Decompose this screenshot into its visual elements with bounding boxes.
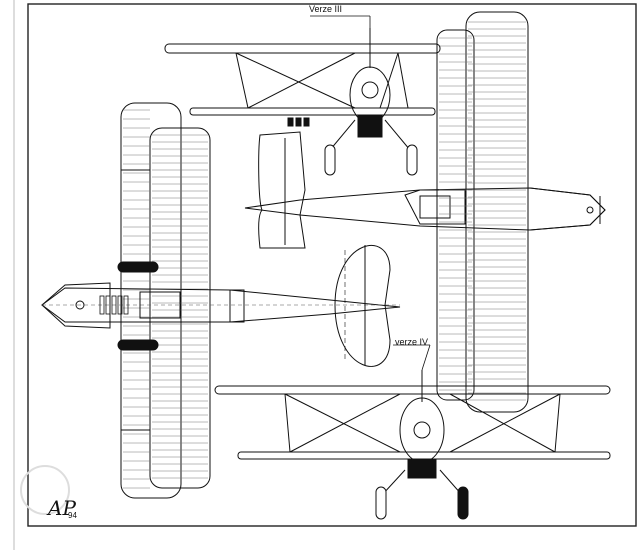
v3-lower-wing: [189, 107, 436, 116]
plan-view: [41, 102, 401, 499]
page-frame: [27, 3, 637, 527]
front-view-version-4: [214, 344, 611, 520]
side-upper-wing: [465, 11, 529, 413]
side-cockpit: [404, 189, 466, 225]
v4-upper-wing: [214, 385, 611, 395]
v4-wire-a: [284, 393, 401, 453]
version-4-label: verze IV: [395, 337, 429, 347]
version-3-label: Verze III: [309, 4, 343, 14]
plan-tail-fairing: [229, 289, 245, 323]
v4-wheel-left: [375, 486, 387, 520]
v3-radiator: [357, 114, 383, 138]
engine-cylinder: [123, 295, 129, 315]
v3-wheel-left: [324, 144, 336, 176]
artist-signature: AP: [48, 496, 76, 520]
v4-lower-wing: [237, 451, 611, 460]
side-lower-wing: [436, 29, 475, 401]
v3-wire-right: [379, 52, 399, 109]
plan-upper-wing: [120, 102, 182, 499]
v3-gear-left: [329, 119, 356, 151]
side-view: [244, 11, 606, 413]
plan-fuselage: [41, 287, 401, 323]
v3-wheel-right: [406, 144, 418, 176]
v4-spinner: [413, 421, 431, 439]
v3-gear-right: [384, 119, 411, 151]
plan-wheel-top: [117, 261, 159, 273]
v3-bombs: [287, 117, 310, 127]
signature-year: 94: [68, 511, 77, 520]
faint-stamp: [20, 465, 70, 515]
v3-strut-left: [235, 52, 249, 109]
v4-wire-c: [289, 393, 401, 453]
v4-label-leader-down: [421, 344, 431, 371]
engine-cylinder: [111, 295, 117, 315]
plan-cockpit: [139, 291, 181, 319]
v3-spinner: [361, 81, 379, 99]
front-view-version-3: [164, 15, 441, 176]
plan-wheel-bottom: [117, 339, 159, 351]
side-wing-ribs: [439, 21, 526, 401]
v4-strut-left: [284, 393, 291, 453]
v4-radiator: [407, 459, 437, 479]
v3-strut-right: [397, 52, 409, 109]
engine-cylinder: [105, 295, 111, 315]
v4-strut-right: [554, 393, 561, 453]
plan-horizontal-tail: [334, 244, 391, 367]
v4-wire-d: [449, 393, 556, 453]
plan-wing-ribs: [123, 109, 208, 489]
engine-cylinder: [117, 295, 123, 315]
plan-engine-detail: [99, 295, 129, 315]
v4-wheel-right: [457, 486, 469, 520]
side-propeller-hub: [586, 206, 594, 214]
side-windshield: [419, 195, 451, 219]
side-engine-cowl: [529, 187, 606, 231]
v4-wire-b: [449, 393, 561, 453]
v3-wire-left: [235, 52, 356, 109]
v3-wire-left2: [247, 52, 356, 109]
engine-cylinder: [99, 295, 105, 315]
v3-upper-wing: [164, 43, 441, 54]
side-fin: [258, 131, 306, 249]
